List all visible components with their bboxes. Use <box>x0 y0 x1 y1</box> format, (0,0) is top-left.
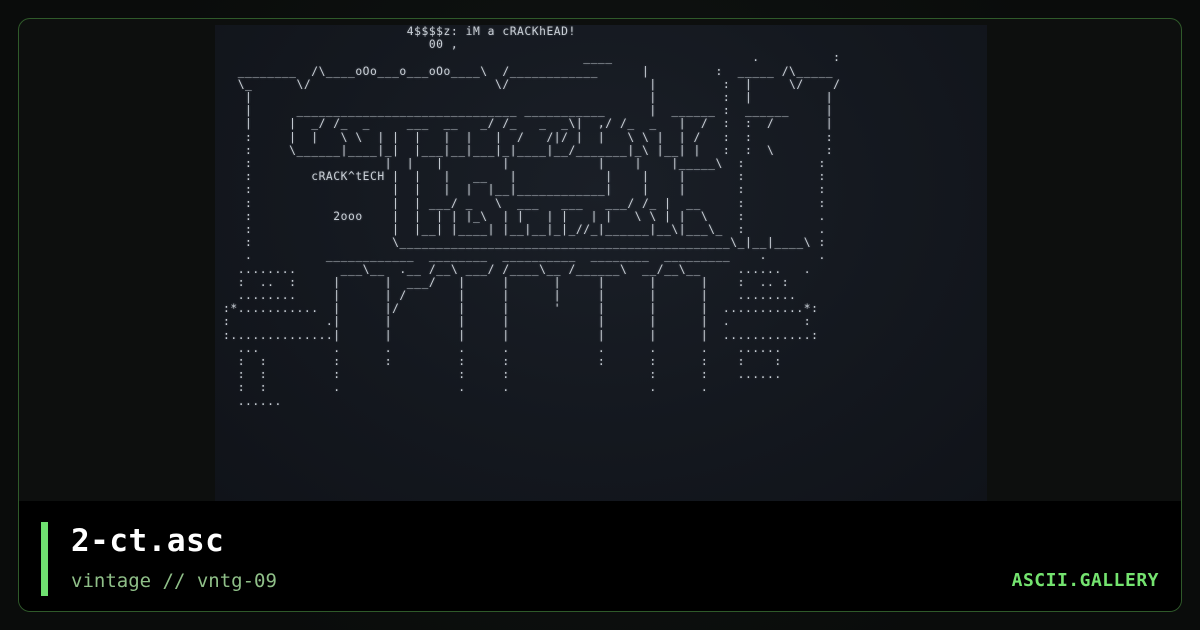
artwork-category: vintage // vntg-09 <box>71 570 277 592</box>
accent-bar <box>41 522 48 596</box>
card-frame: 4$$$$z: iM a cRACKhEAD! 00 , ____ . : __… <box>18 18 1182 612</box>
artwork-title: 2-ct.asc <box>71 523 225 559</box>
ascii-art-text: 4$$$$z: iM a cRACKhEAD! 00 , ____ . : __… <box>223 25 841 408</box>
card-footer: 2-ct.asc vintage // vntg-09 ASCII.GALLER… <box>19 501 1181 611</box>
ascii-art-preview: 4$$$$z: iM a cRACKhEAD! 00 , ____ . : __… <box>215 25 987 501</box>
site-brand[interactable]: ASCII.GALLERY <box>1011 570 1159 591</box>
